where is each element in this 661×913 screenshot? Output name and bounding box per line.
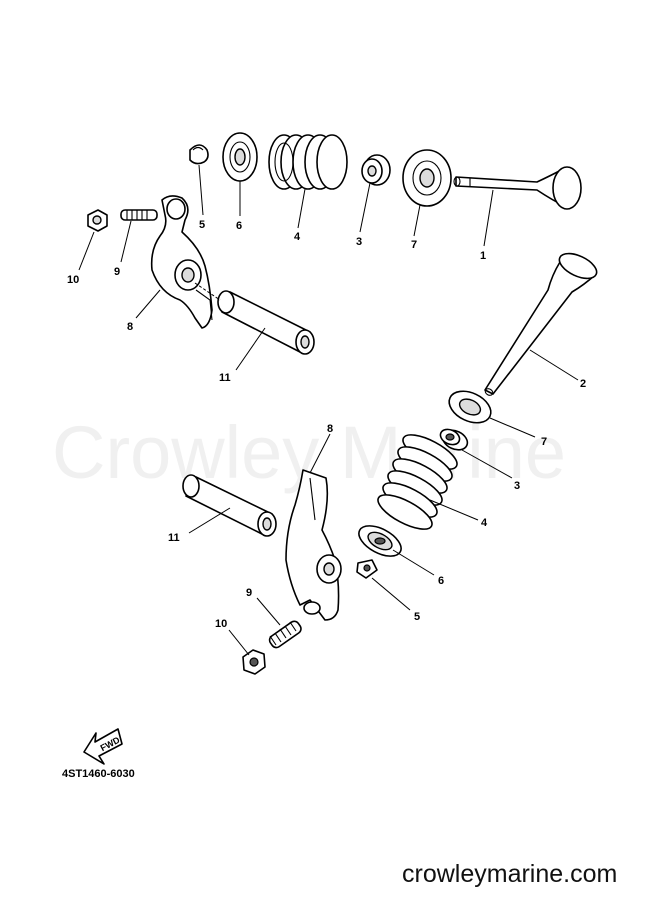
callout-top-5: 5: [199, 219, 205, 231]
top-part-4-spring[interactable]: [268, 134, 348, 190]
top-part-9-screw[interactable]: [120, 209, 158, 221]
bottom-part-5-cotter[interactable]: [356, 559, 378, 579]
top-part-6-retainer[interactable]: [222, 132, 258, 182]
callout-top-6: 6: [236, 220, 242, 232]
bottom-part-9-screw[interactable]: [268, 619, 303, 649]
top-part-5-cotter[interactable]: [189, 144, 209, 165]
fwd-arrow-icon: FWD: [83, 728, 123, 765]
bottom-part-11-shaft[interactable]: [182, 474, 277, 537]
callout-top-7: 7: [411, 239, 417, 251]
bottom-part-7-spring-seat[interactable]: [444, 385, 496, 429]
callout-top-1: 1: [480, 250, 486, 262]
callout-top-10: 10: [67, 274, 79, 286]
bottom-part-4-spring[interactable]: [373, 428, 461, 536]
callout-bottom-10: 10: [215, 618, 227, 630]
bottom-part-3-stem-seal[interactable]: [438, 426, 471, 453]
footer-url[interactable]: crowleymarine.com: [402, 860, 617, 888]
callout-top-11: 11: [219, 372, 231, 384]
callout-bottom-7: 7: [541, 436, 547, 448]
callout-top-8: 8: [127, 321, 133, 333]
top-part-11-shaft[interactable]: [194, 282, 315, 355]
top-part-8-rocker-arm[interactable]: [150, 195, 213, 329]
callout-top-3: 3: [356, 236, 362, 248]
callout-top-9: 9: [114, 266, 120, 278]
top-part-1-valve[interactable]: [453, 166, 582, 210]
callout-bottom-8: 8: [327, 423, 333, 435]
bottom-part-8-rocker-arm[interactable]: [285, 469, 342, 621]
callout-bottom-5: 5: [414, 611, 420, 623]
callout-bottom-2: 2: [580, 378, 586, 390]
callout-bottom-3: 3: [514, 480, 520, 492]
bottom-part-10-nut[interactable]: [242, 649, 266, 675]
bottom-part-6-retainer[interactable]: [354, 520, 406, 563]
callout-bottom-11: 11: [168, 532, 180, 544]
top-assembly: 5 6 4 3 7 1 10 9 8 11: [67, 132, 582, 384]
top-part-10-nut[interactable]: [87, 209, 108, 232]
diagram-code: 4ST1460-6030: [62, 768, 135, 780]
callout-bottom-6: 6: [438, 575, 444, 587]
callout-bottom-4: 4: [481, 517, 488, 529]
top-part-3-stem-seal[interactable]: [361, 154, 391, 186]
bottom-assembly: 2 7 3 4 6 5 8 11 9 10: [168, 248, 600, 675]
top-part-7-spring-seat[interactable]: [402, 149, 452, 207]
bottom-part-2-valve[interactable]: [484, 248, 600, 396]
callout-top-4: 4: [294, 231, 301, 243]
callout-bottom-9: 9: [246, 587, 252, 599]
